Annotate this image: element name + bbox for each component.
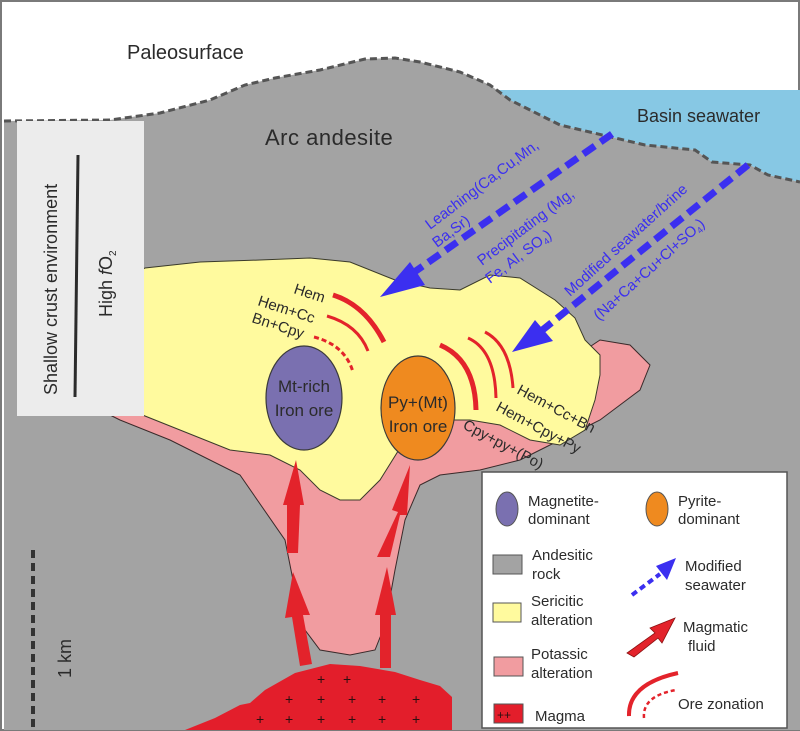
- svg-text:+: +: [348, 711, 356, 727]
- magmatic-arrow-left-upper: [283, 460, 304, 553]
- legend-pyrite-label-2: dominant: [678, 511, 741, 528]
- paleosurface-label: Paleosurface: [127, 42, 244, 64]
- pyrite-ore-body: [380, 355, 456, 461]
- legend-sericitic-swatch: [492, 602, 522, 623]
- legend-potassic-label-2: alteration: [531, 665, 593, 682]
- magnetite-ore-body: [265, 345, 343, 451]
- arrowhead-icon: [380, 262, 425, 297]
- environment-divider: [73, 154, 80, 398]
- right-ore-zonation: [438, 330, 515, 411]
- svg-text:+: +: [285, 711, 293, 727]
- legend-andesite-label-2: rock: [532, 566, 561, 583]
- legend-magnetite-swatch: [495, 491, 519, 527]
- magmatic-arrow-right-upper: [377, 465, 410, 557]
- zonation-arc-hem-cc-bn-inner: [438, 342, 479, 411]
- legend-andesite-swatch: [492, 554, 523, 575]
- svg-text:+: +: [378, 711, 386, 727]
- legend: Magnetite- dominant Pyrite- dominant And…: [481, 471, 788, 729]
- legend-magma-swatch: [493, 703, 524, 724]
- legend-seawater-arrow-icon: [630, 558, 676, 597]
- svg-text:+: +: [317, 671, 325, 687]
- shallow-crust-label: Shallow crust environment: [41, 184, 61, 395]
- left-ore-zonation: [313, 292, 387, 373]
- magnetite-ore-label-1: Mt-rich: [278, 377, 330, 396]
- zonation-arc-bn-cpy: [313, 335, 355, 373]
- legend-andesite-label-1: Andesitic: [532, 547, 593, 564]
- legend-seawater-label-1: Modified: [685, 558, 742, 575]
- legend-magmatic-arrow-icon: [626, 617, 676, 658]
- legend-magmatic-label-1: Magmatic: [683, 619, 749, 636]
- legend-sericitic-label-1: Sericitic: [531, 593, 584, 610]
- svg-text:+: +: [378, 691, 386, 707]
- legend-ore-zonation-icon: [626, 671, 679, 719]
- scale-bar-label: 1 km: [55, 639, 75, 678]
- legend-potassic-swatch: [493, 656, 524, 677]
- zonation-arc-hem-cpy-py: [467, 336, 498, 399]
- zonation-arc-hem: [332, 292, 387, 344]
- arc-andesite-label: Arc andesite: [265, 125, 393, 150]
- svg-text:+: +: [348, 691, 356, 707]
- svg-text:+: +: [256, 711, 264, 727]
- magnetite-ore-label-2: Iron ore: [275, 401, 334, 420]
- legend-sericitic-label-2: alteration: [531, 612, 593, 629]
- paleosurface-line: [3, 56, 800, 184]
- legend-seawater-label-2: seawater: [685, 577, 746, 594]
- high-fo2-label: High fO2: [96, 250, 119, 317]
- magmatic-arrow-right-lower: [375, 567, 396, 668]
- legend-box: [481, 471, 788, 729]
- magmatic-fluid-arrows: [283, 460, 410, 668]
- environment-box: [17, 121, 144, 416]
- legend-potassic-label-1: Potassic: [531, 646, 588, 663]
- leaching-flow-arrow: [380, 131, 615, 297]
- svg-text:+: +: [412, 691, 420, 707]
- basin-seawater-area: [495, 90, 800, 182]
- legend-magma-label: Magma: [535, 708, 586, 725]
- legend-magma-symbol: ++: [497, 708, 511, 722]
- svg-text:+: +: [412, 711, 420, 727]
- pyrite-ore-label-1: Py+(Mt): [388, 393, 448, 412]
- basin-seawater-label: Basin seawater: [637, 106, 760, 126]
- arrowhead-icon: [512, 320, 553, 352]
- magma-cross-pattern: + + + + + + + + + + + + +: [256, 671, 420, 727]
- magma-body: [185, 664, 452, 730]
- magmatic-arrow-left-lower: [285, 572, 312, 666]
- legend-magmatic-label-2: fluid: [688, 638, 716, 655]
- svg-text:+: +: [285, 691, 293, 707]
- svg-text:+: +: [343, 671, 351, 687]
- legend-magnetite-label-1: Magnetite-: [528, 493, 599, 510]
- svg-text:+: +: [317, 711, 325, 727]
- legend-ore-zonation-label: Ore zonation: [678, 696, 764, 713]
- zonation-arc-hem-cc: [326, 314, 370, 352]
- pyrite-ore-label-2: Iron ore: [389, 417, 448, 436]
- legend-magnetite-label-2: dominant: [528, 511, 591, 528]
- svg-text:+: +: [317, 691, 325, 707]
- zonation-arc-outer: [484, 330, 515, 389]
- legend-pyrite-label-1: Pyrite-: [678, 493, 721, 510]
- modified-seawater-flow-arrow: [512, 162, 751, 352]
- legend-pyrite-swatch: [645, 491, 669, 527]
- sericitic-alteration-zone: [94, 257, 601, 501]
